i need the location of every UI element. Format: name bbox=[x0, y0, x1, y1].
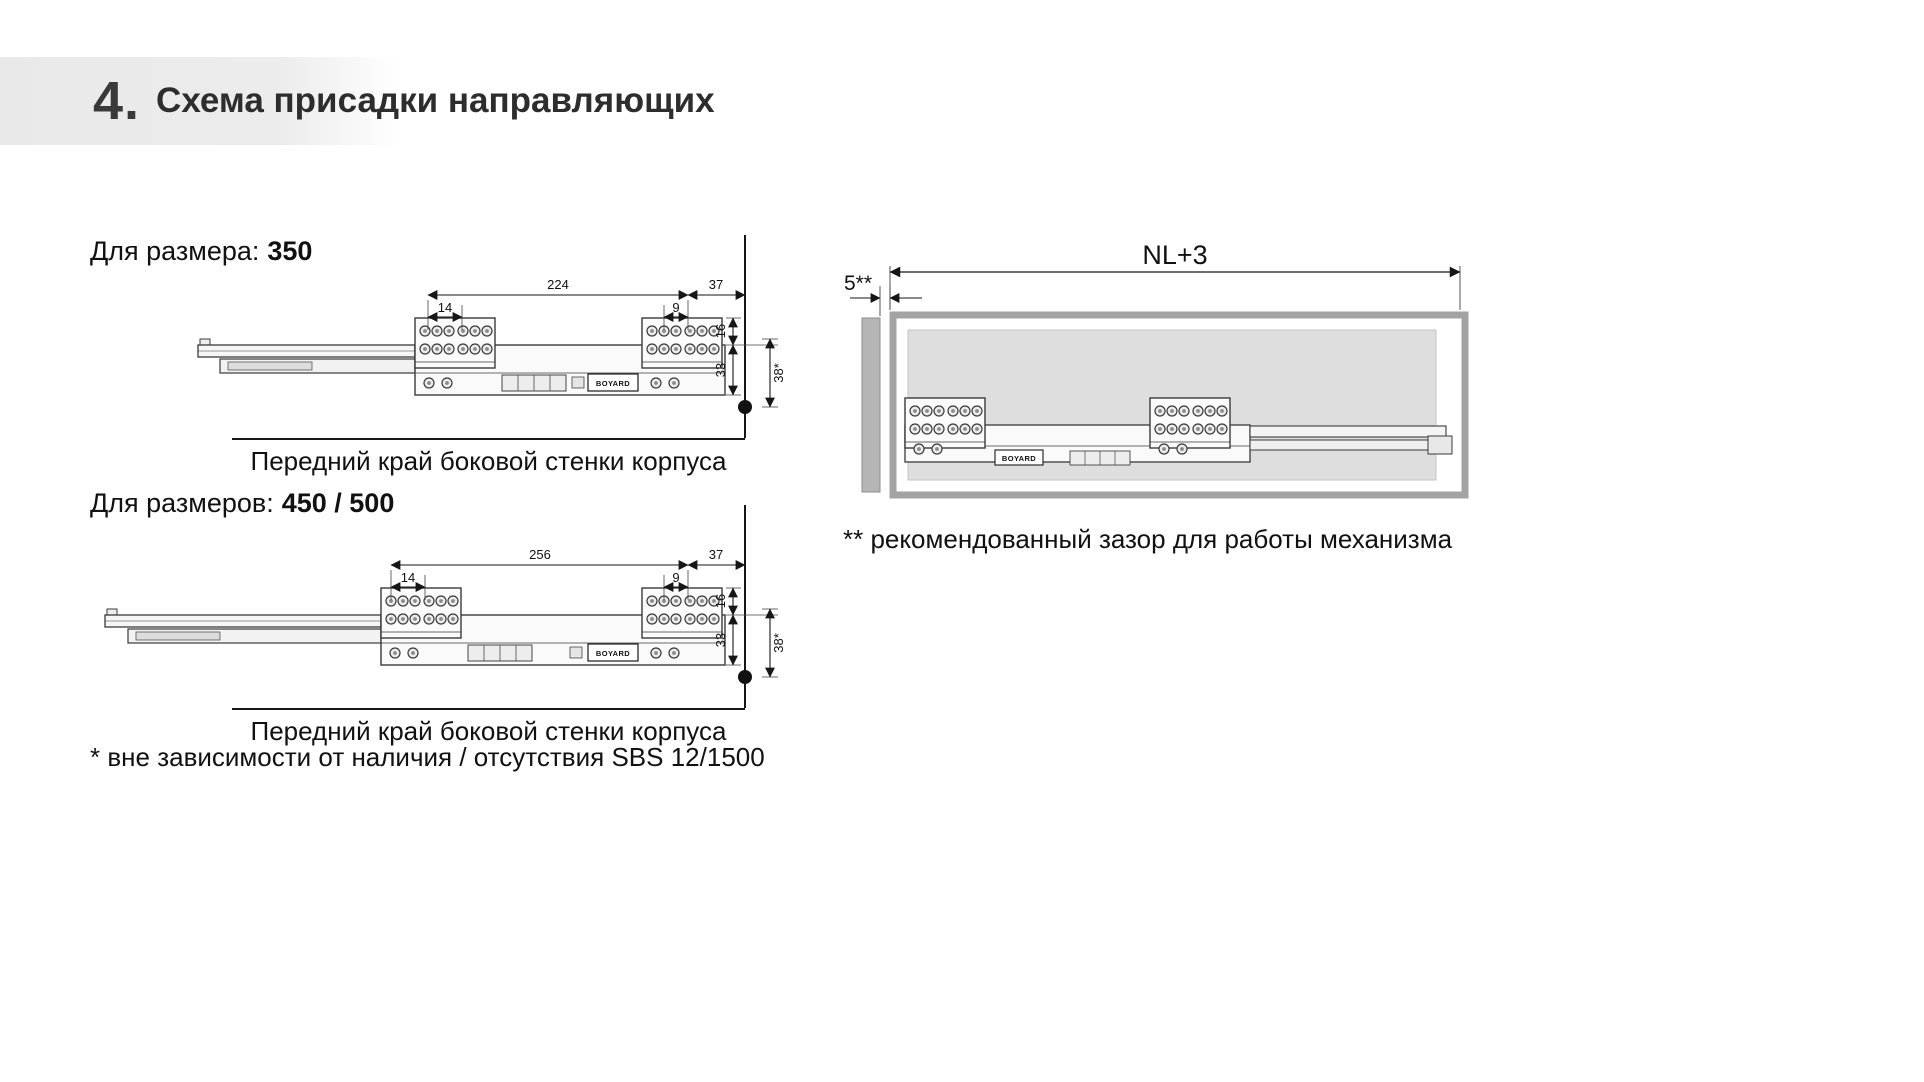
mount-bracket-right bbox=[642, 318, 722, 368]
size-label-value: 450 / 500 bbox=[281, 488, 395, 518]
size-label-350: Для размера:350 bbox=[90, 236, 312, 267]
mount-bracket-right bbox=[642, 588, 722, 638]
reference-dot bbox=[738, 400, 752, 414]
dimensions-450-500: 256 37 14 9 16 33 38* bbox=[390, 547, 786, 678]
gap-label: 5** bbox=[844, 272, 872, 295]
dim-offset-left: 14 bbox=[438, 300, 452, 315]
size-label-450-500: Для размеров:450 / 500 bbox=[90, 488, 394, 519]
mount-bracket-right bbox=[1150, 398, 1230, 448]
front-edge-line bbox=[738, 505, 752, 708]
dim-v33: 33 bbox=[713, 363, 728, 377]
slide-in-cabinet: BOYARD bbox=[905, 398, 1453, 466]
caption-text: Передний край боковой стенки корпуса bbox=[250, 716, 727, 746]
caption-front-edge-350: Передний край боковой стенки корпуса bbox=[232, 438, 745, 477]
dim-v38: 38* bbox=[771, 363, 786, 383]
dim-v38: 38* bbox=[771, 633, 786, 653]
reference-dot bbox=[738, 670, 752, 684]
dim-offset-right: 9 bbox=[672, 570, 679, 585]
footnote: * вне зависимости от наличия / отсутстви… bbox=[90, 742, 765, 773]
page-title: Схема присадки направляющих bbox=[156, 81, 715, 120]
brand-plate bbox=[587, 373, 639, 392]
size-label-prefix: Для размеров: bbox=[90, 488, 274, 518]
cabinet-side-wall bbox=[861, 317, 881, 493]
gap-dimension: 5** bbox=[844, 272, 922, 316]
dimensions-350: 224 37 14 9 16 33 38* bbox=[427, 277, 786, 408]
dim-span: 256 bbox=[529, 547, 551, 562]
caption-front-edge-450-500: Передний край боковой стенки корпуса bbox=[232, 708, 745, 747]
slide-drawing-350: BOYARD 224 37 14 9 bbox=[197, 235, 786, 438]
slide-drawing-450-500: BOYARD 256 37 14 9 bbox=[104, 505, 786, 708]
heading-number: 4. bbox=[93, 71, 141, 131]
dim-v16: 16 bbox=[713, 324, 728, 338]
dim-offset-right: 9 bbox=[672, 300, 679, 315]
size-label-value: 350 bbox=[267, 236, 313, 266]
mount-bracket-left bbox=[905, 398, 985, 448]
nl-dimension: NL+3 bbox=[889, 240, 1461, 310]
brand-plate bbox=[994, 449, 1044, 466]
heading-bar: 4. Схема присадки направляющих bbox=[0, 57, 715, 145]
dim-to-edge: 37 bbox=[709, 277, 723, 292]
dim-v16: 16 bbox=[713, 594, 728, 608]
brand-label: BOYARD bbox=[596, 379, 630, 388]
dim-to-edge: 37 bbox=[709, 547, 723, 562]
nl-label: NL+3 bbox=[1142, 240, 1207, 270]
cabinet-drawing: NL+3 5** BOYARD bbox=[844, 240, 1469, 499]
dim-offset-left: 14 bbox=[401, 570, 415, 585]
dim-span: 224 bbox=[547, 277, 569, 292]
brand-label: BOYARD bbox=[596, 649, 630, 658]
mount-bracket-left bbox=[415, 318, 495, 368]
dim-v33: 33 bbox=[713, 633, 728, 647]
gap-note-text: ** рекомендованный зазор для работы меха… bbox=[843, 524, 1453, 554]
mount-bracket-left bbox=[381, 588, 461, 638]
brand-plate bbox=[587, 643, 639, 662]
footnote-product: SBS 12/1500 bbox=[611, 742, 765, 772]
size-label-prefix: Для размера: bbox=[90, 236, 260, 266]
footnote-text: * вне зависимости от наличия / отсутстви… bbox=[90, 742, 605, 772]
front-edge-line bbox=[738, 235, 752, 438]
brand-label: BOYARD bbox=[1002, 454, 1036, 463]
gap-note: ** рекомендованный зазор для работы меха… bbox=[843, 524, 1452, 555]
caption-text: Передний край боковой стенки корпуса bbox=[250, 446, 727, 476]
